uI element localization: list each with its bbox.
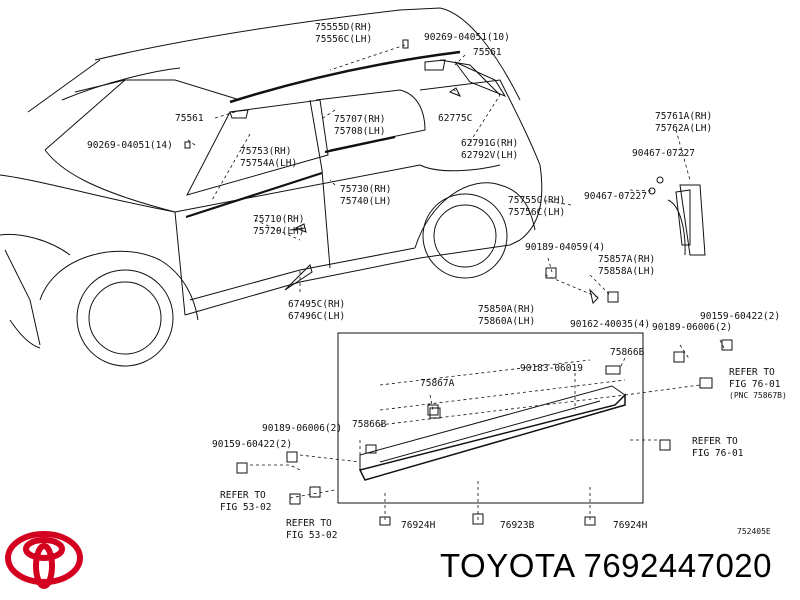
- label-75740-lh: 75740(LH): [340, 196, 391, 207]
- label-75857a-rh: 75857A(RH): [598, 254, 655, 265]
- rear-fender-molding: [648, 176, 706, 256]
- label-67496c-lh: 67496C(LH): [288, 311, 345, 322]
- refer-fig-53-02-b-line1: REFER TO: [286, 518, 332, 529]
- label-90467-07227-a: 90467-07227: [632, 148, 695, 159]
- leader-lines: [187, 44, 726, 520]
- label-75556c-lh: 75556C(LH): [315, 34, 372, 45]
- label-90189-06006-2-left: 90189-06006(2): [262, 423, 342, 434]
- fasteners: [184, 39, 733, 526]
- label-75755c-rh: 75755C(RH): [508, 195, 565, 206]
- label-76924h-right: 76924H: [613, 520, 648, 531]
- refer-fig-76-01-b-line2: FIG 76-01: [692, 448, 744, 459]
- label-75866b-left: 75866B: [352, 419, 387, 430]
- label-75707-rh: 75707(RH): [334, 114, 385, 125]
- label-62792v-lh: 62792V(LH): [461, 150, 518, 161]
- label-75561-top: 75561: [473, 47, 502, 58]
- label-75710-rh: 75710(RH): [253, 214, 304, 225]
- label-76923b: 76923B: [500, 520, 535, 531]
- label-75761a-rh: 75761A(RH): [655, 111, 712, 122]
- label-75730-rh: 75730(RH): [340, 184, 391, 195]
- label-90189-06006-2-right: 90189-06006(2): [652, 322, 732, 333]
- label-90269-04051-10: 90269-04051(10): [424, 32, 510, 43]
- label-75858a-lh: 75858A(LH): [598, 266, 655, 277]
- label-75753-rh: 75753(RH): [240, 146, 291, 157]
- refer-fig-76-01-a-pnc: (PNC 75867B): [729, 391, 787, 400]
- label-90162-40035-4: 90162-40035(4): [570, 319, 650, 330]
- label-75867a: 75867A: [420, 378, 455, 389]
- label-67495c-rh: 67495C(RH): [288, 299, 345, 310]
- label-75555d-rh: 75555D(RH): [315, 22, 372, 33]
- label-62775c: 62775C: [438, 113, 472, 124]
- refer-fig-76-01-a-line1: REFER TO: [729, 367, 775, 378]
- label-75762a-lh: 75762A(LH): [655, 123, 712, 134]
- label-90159-60422-2-left: 90159-60422(2): [212, 439, 292, 450]
- refer-fig-53-02-b-line2: FIG 53-02: [286, 530, 337, 541]
- label-752405e: 752405E: [737, 527, 771, 536]
- rocker-panel-box: [337, 332, 644, 504]
- label-75850a-rh: 75850A(RH): [478, 304, 535, 315]
- label-90189-04059-4: 90189-04059(4): [525, 242, 605, 253]
- label-75866b-right: 75866B: [610, 347, 645, 358]
- refer-fig-53-02-a-line1: REFER TO: [220, 490, 266, 501]
- label-76924h-left: 76924H: [401, 520, 436, 531]
- label-75860a-lh: 75860A(LH): [478, 316, 535, 327]
- car-body-outline: [0, 7, 543, 367]
- toyota-emblem-icon: [5, 531, 83, 589]
- label-90467-07227-b: 90467-07227: [584, 191, 647, 202]
- label-90269-04051-14: 90269-04051(14): [87, 140, 173, 151]
- label-90183-06019: 90183-06019: [520, 363, 583, 374]
- refer-fig-76-01-b-line1: REFER TO: [692, 436, 738, 447]
- label-62791g-rh: 62791G(RH): [461, 138, 518, 149]
- label-75561-left: 75561: [175, 113, 204, 124]
- label-75720-lh: 75720(LH): [253, 226, 304, 237]
- label-90159-60422-2-right: 90159-60422(2): [700, 311, 780, 322]
- refer-fig-76-01-a-line2: FIG 76-01: [729, 379, 781, 390]
- label-75756c-lh: 75756C(LH): [508, 207, 565, 218]
- refer-fig-53-02-a-line2: FIG 53-02: [220, 502, 271, 513]
- part-labels: 75555D(RH) 75556C(LH) 90269-04051(10) 75…: [87, 22, 787, 541]
- footer-title: TOYOTA 7692447020: [440, 547, 773, 584]
- label-75754a-lh: 75754A(LH): [240, 158, 297, 169]
- label-75708-lh: 75708(LH): [334, 126, 385, 137]
